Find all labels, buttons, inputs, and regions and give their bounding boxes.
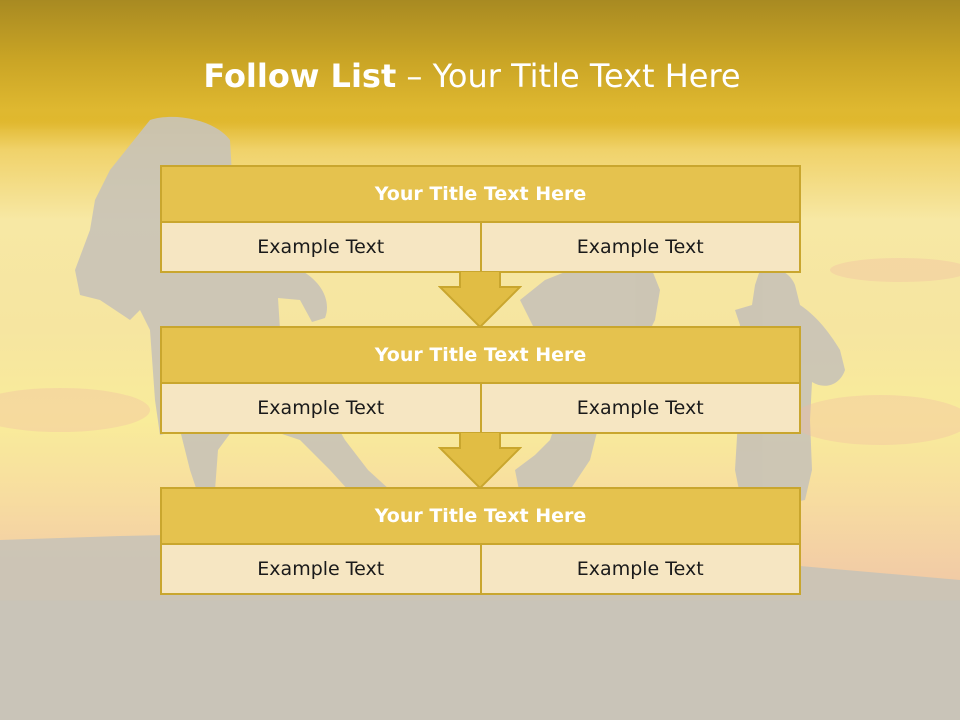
header-band [0,0,960,130]
step-row-3: Example Text Example Text [162,545,799,593]
step-cell-right: Example Text [479,545,799,593]
step-cell-left: Example Text [162,223,480,271]
step-row-2: Example Text Example Text [162,384,799,432]
step-box-2: Your Title Text Here Example Text Exampl… [160,326,801,434]
step-cell-right: Example Text [479,384,799,432]
step-box-3: Your Title Text Here Example Text Exampl… [160,487,801,595]
step-cell-right: Example Text [479,223,799,271]
step-title-2: Your Title Text Here [162,328,799,384]
step-title-3: Your Title Text Here [162,489,799,545]
slide-title-strong: Follow List [203,57,397,95]
step-box-1: Your Title Text Here Example Text Exampl… [160,165,801,273]
slide-title-rest: – Your Title Text Here [406,57,741,95]
down-arrow-icon [438,271,522,329]
step-title-1: Your Title Text Here [162,167,799,223]
down-arrow-icon [438,432,522,490]
slide-title: Follow List – Your Title Text Here [0,56,944,96]
step-row-1: Example Text Example Text [162,223,799,271]
step-cell-left: Example Text [162,545,480,593]
step-cell-left: Example Text [162,384,480,432]
